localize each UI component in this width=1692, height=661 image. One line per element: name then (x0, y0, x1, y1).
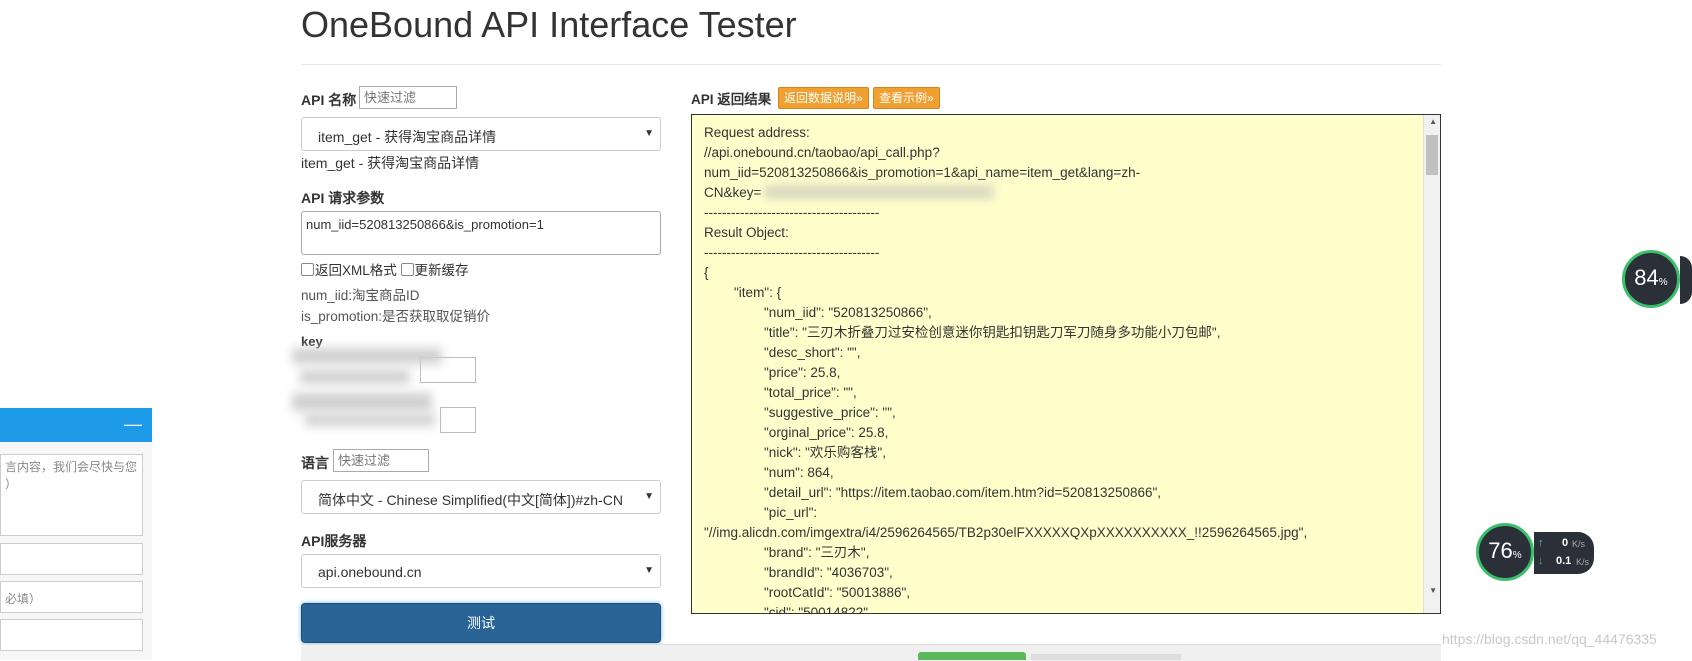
watermark: https://blog.csdn.net/qq_44476335 (1442, 631, 1657, 647)
redacted-key-2 (300, 370, 410, 384)
download-row: ↓ 0.1 K/s (1538, 555, 1589, 567)
lang-select-value: 简体中文 - Chinese Simplified(中文[简体])#zh-CN (318, 492, 623, 508)
key-label: key (301, 334, 323, 349)
chevron-down-icon: ▼ (644, 491, 654, 502)
message-textarea[interactable]: 言内容，我们会尽快与您 ） (0, 454, 143, 536)
page-title: OneBound API Interface Tester (301, 4, 797, 45)
cache-checkbox-label: 更新缓存 (414, 263, 469, 278)
gauge-bottom-pct: % (1512, 550, 1522, 561)
doc-button[interactable]: 返回数据说明» (778, 87, 869, 109)
options-row: 返回XML格式 更新缓存 (301, 259, 469, 279)
upload-row: ↑ 0 K/s (1538, 537, 1585, 549)
api-select[interactable]: item_get - 获得淘宝商品详情 ▼ (301, 117, 661, 151)
upload-speed: 0 (1562, 537, 1569, 549)
footer-grey-button[interactable] (1031, 654, 1181, 660)
download-speed: 0.1 (1556, 555, 1572, 567)
lang-select[interactable]: 简体中文 - Chinese Simplified(中文[简体])#zh-CN … (301, 480, 661, 514)
upload-unit: K/s (1572, 539, 1586, 549)
chevron-down-icon: ▼ (644, 565, 654, 576)
params-label: API 请求参数 (301, 190, 385, 206)
upload-arrow-icon: ↑ (1538, 537, 1544, 549)
redacted-key-value (764, 185, 994, 199)
server-select-value: api.onebound.cn (318, 564, 422, 580)
redacted-key (292, 348, 442, 364)
api-name-label: API 名称 (301, 92, 357, 108)
scroll-up-icon[interactable]: ▲ (1429, 117, 1437, 126)
title-divider (301, 64, 1441, 65)
server-select[interactable]: api.onebound.cn ▼ (301, 554, 661, 588)
result-label: API 返回结果 (691, 92, 772, 107)
scroll-thumb[interactable] (1426, 135, 1438, 175)
net-panel-top (1680, 256, 1692, 304)
scroll-down-icon[interactable]: ▼ (1429, 586, 1437, 595)
footer-green-button[interactable] (918, 652, 1026, 660)
result-textarea[interactable]: Request address: //api.onebound.cn/taoba… (691, 114, 1441, 614)
params-textarea[interactable]: num_iid=520813250866&is_promotion=1 (301, 211, 661, 255)
result-text: Request address: //api.onebound.cn/taoba… (704, 125, 1308, 614)
cpu-gauge-bottom[interactable]: 76% (1476, 523, 1534, 581)
secret-input[interactable] (440, 407, 476, 433)
download-unit: K/s (1576, 557, 1590, 567)
redacted-secret-2 (305, 414, 435, 426)
download-arrow-icon: ↓ (1538, 555, 1544, 567)
param-help-1: num_iid:淘宝商品ID (301, 288, 420, 303)
gauge-top-pct: % (1658, 277, 1668, 288)
minimize-icon[interactable]: — (124, 414, 142, 434)
contact-field-2[interactable]: 必填） (0, 581, 143, 613)
result-scrollbar[interactable]: ▲ ▼ (1423, 115, 1440, 613)
redacted-secret (292, 393, 432, 411)
cache-checkbox[interactable] (400, 263, 414, 276)
contact-field-1[interactable] (0, 543, 143, 575)
api-filter-input[interactable] (359, 86, 457, 109)
net-panel-bottom: ↑ 0 K/s ↓ 0.1 K/s (1534, 532, 1594, 574)
server-label: API服务器 (301, 533, 367, 549)
footer-bar (301, 644, 1441, 661)
message-panel: 言内容，我们会尽快与您 ） 必填） (0, 442, 152, 660)
lang-label: 语言 (301, 455, 329, 471)
example-button[interactable]: 查看示例» (873, 87, 940, 109)
gauge-bottom-value: 76 (1488, 538, 1513, 563)
api-select-value: item_get - 获得淘宝商品详情 (318, 129, 497, 145)
test-button[interactable]: 测试 (301, 603, 661, 643)
cpu-gauge-top[interactable]: 84% (1622, 250, 1680, 308)
xml-checkbox[interactable] (301, 263, 314, 276)
message-panel-header: — (0, 408, 152, 442)
param-help-2: is_promotion:是否获取取促销价 (301, 309, 491, 324)
gauge-top-value: 84 (1634, 265, 1659, 290)
lang-filter-input[interactable] (333, 449, 429, 472)
contact-field-3[interactable] (0, 619, 143, 651)
chevron-down-icon: ▼ (644, 128, 654, 139)
api-selected-text: item_get - 获得淘宝商品详情 (301, 155, 480, 171)
xml-checkbox-label: 返回XML格式 (315, 263, 397, 278)
